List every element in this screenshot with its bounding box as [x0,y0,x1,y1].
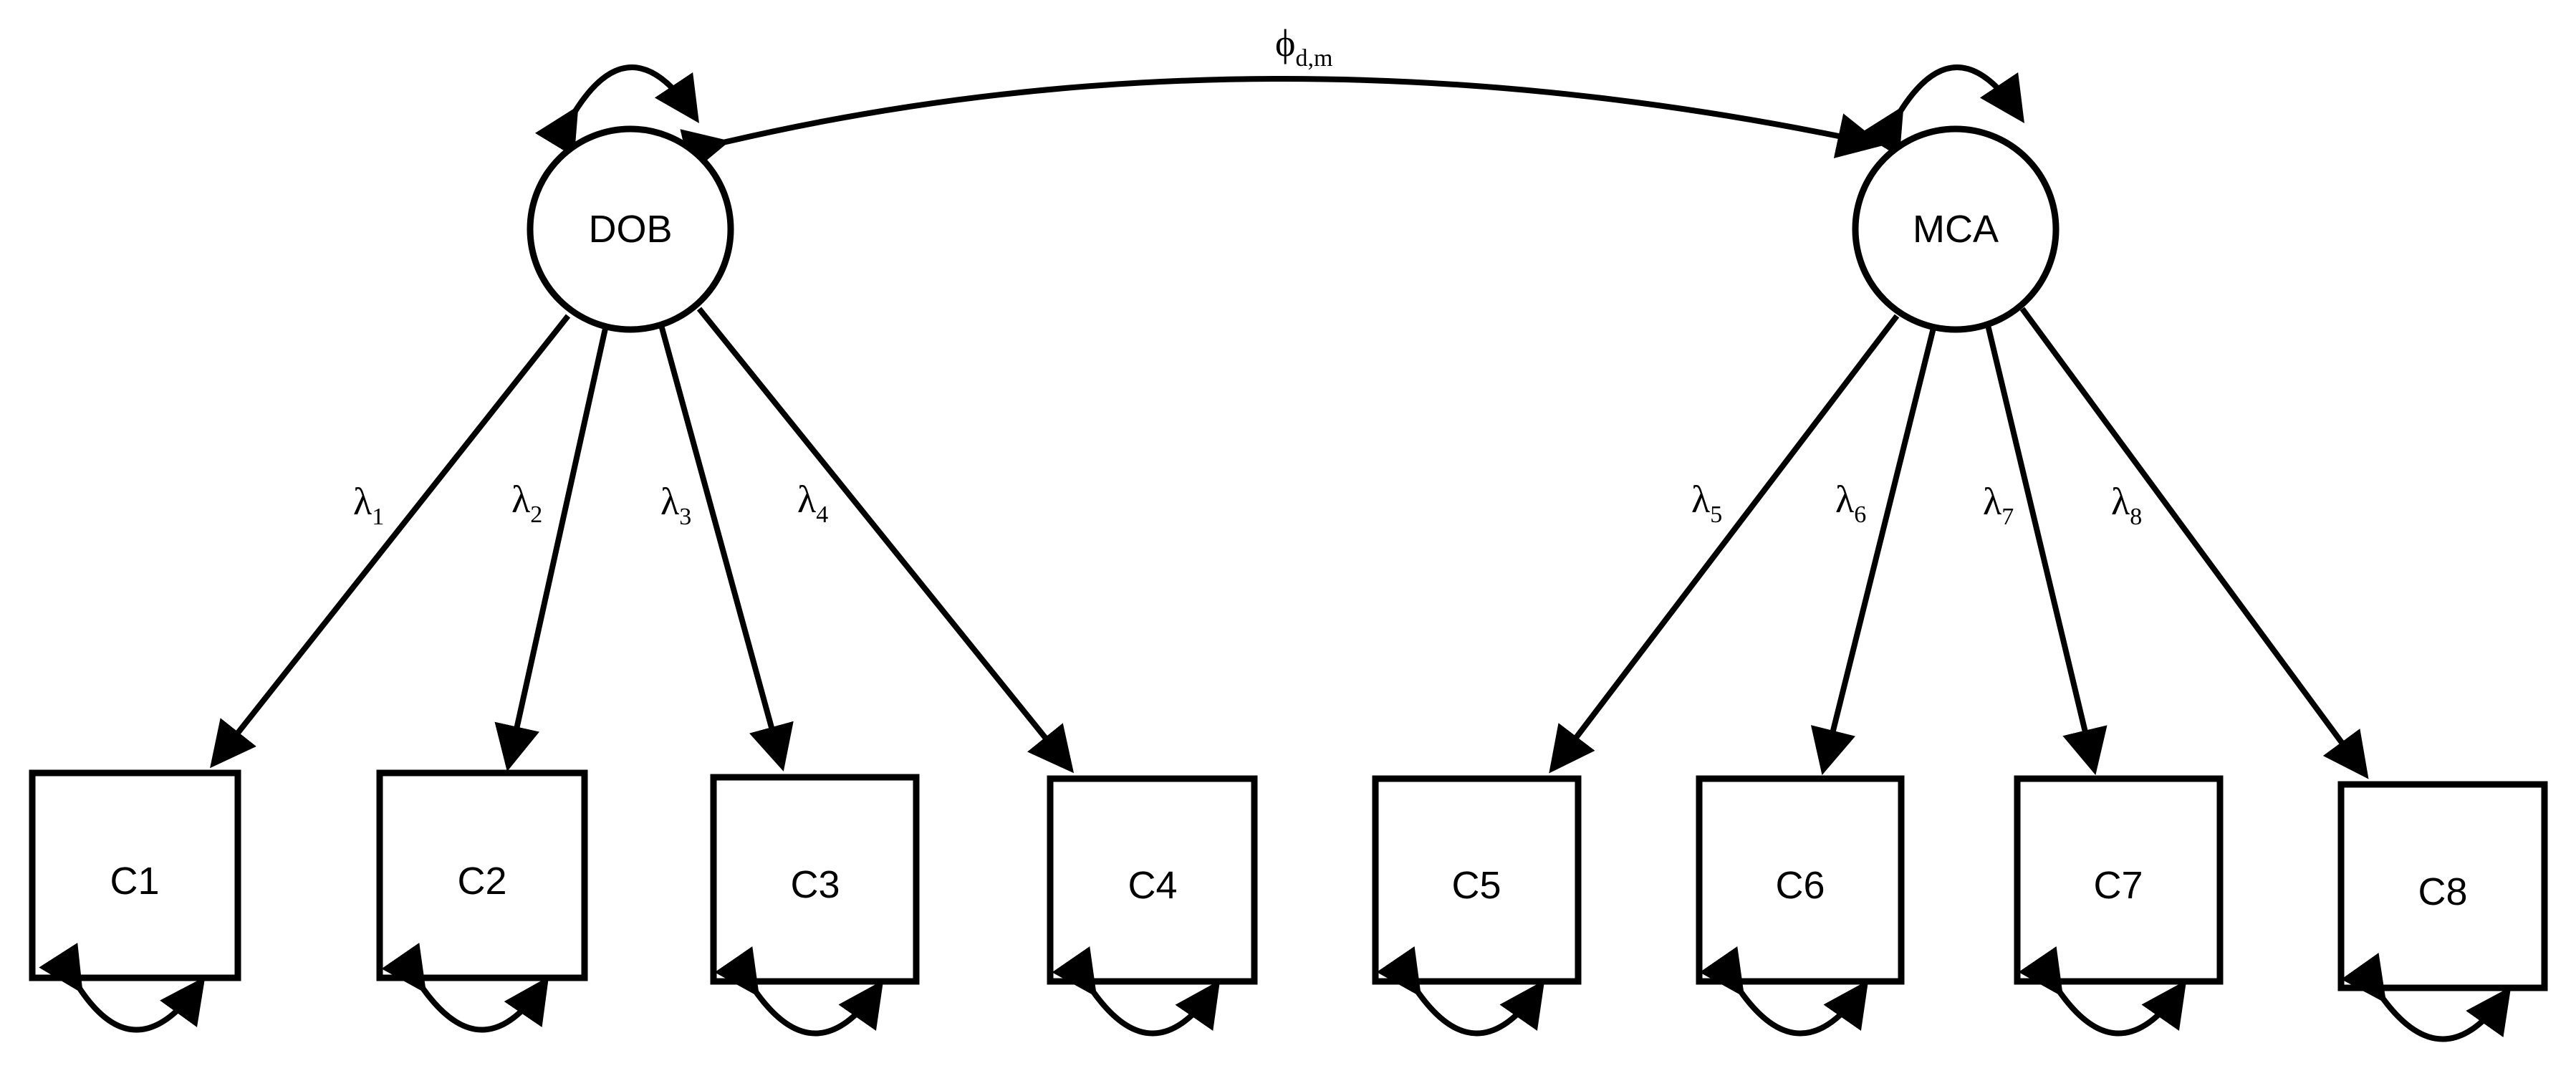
error-variance-arrow-c2 [381,943,549,1033]
mca-variance-arrow [1860,64,2024,158]
indicator-c6: C6 [1696,775,1905,985]
loading-label-5: λ5 [1691,478,1722,528]
error-variance-arrow-c4 [1052,946,1221,1037]
loading-path-3 [658,324,794,772]
latent-factor-label: DOB [588,208,672,251]
loading-label-3: λ3 [660,480,691,530]
error-variance-arrow-c5 [1376,946,1545,1037]
indicator-c8: C8 [2337,781,2548,991]
error-variance-arrow-c1 [39,942,206,1033]
dob-variance-arrow [534,64,699,158]
loading-path-4 [696,307,1075,774]
loading-path-2 [494,325,609,772]
indicator-label: C7 [2093,864,2143,907]
loading-path-6 [1810,325,1937,775]
covariance-label: ϕd,m [1275,21,1332,72]
loading-label-6: λ6 [1835,478,1866,528]
loading-label-2: λ2 [511,478,542,528]
indicator-label: C8 [2418,870,2467,913]
latent-factor-label: MCA [1913,208,1999,251]
loading-label-7: λ7 [1983,480,2014,530]
loading-label-1: λ1 [353,480,384,530]
indicator-label: C1 [110,860,159,903]
loading-label-4: λ4 [797,478,828,528]
error-variance-arrow-c3 [714,946,884,1037]
indicator-c4: C4 [1047,775,1258,985]
loading-path-7 [1985,325,2108,776]
indicator-c3: C3 [710,774,920,985]
error-variance-arrow-c7 [2018,946,2187,1037]
error-variance-arrow-c6 [1699,946,1869,1037]
latent-factor-dob: DOB [527,125,734,333]
indicator-label: C2 [457,860,506,903]
indicator-label: C6 [1775,864,1825,907]
indicator-label: C5 [1451,864,1501,907]
indicator-c1: C1 [29,769,241,981]
latent-factor-mca: MCA [1852,125,2060,333]
loading-path-8 [2019,307,2369,779]
indicator-label: C4 [1128,864,1177,907]
loading-path-1 [210,314,571,769]
factor-covariance-arrow [680,76,1884,174]
indicator-c5: C5 [1372,775,1582,985]
indicator-c7: C7 [2014,775,2224,985]
loading-path-5 [1549,314,1900,774]
loading-label-8: λ8 [2111,480,2142,530]
indicator-c2: C2 [376,769,588,981]
indicator-label: C3 [790,863,840,906]
error-variance-arrow-c8 [2341,953,2512,1042]
